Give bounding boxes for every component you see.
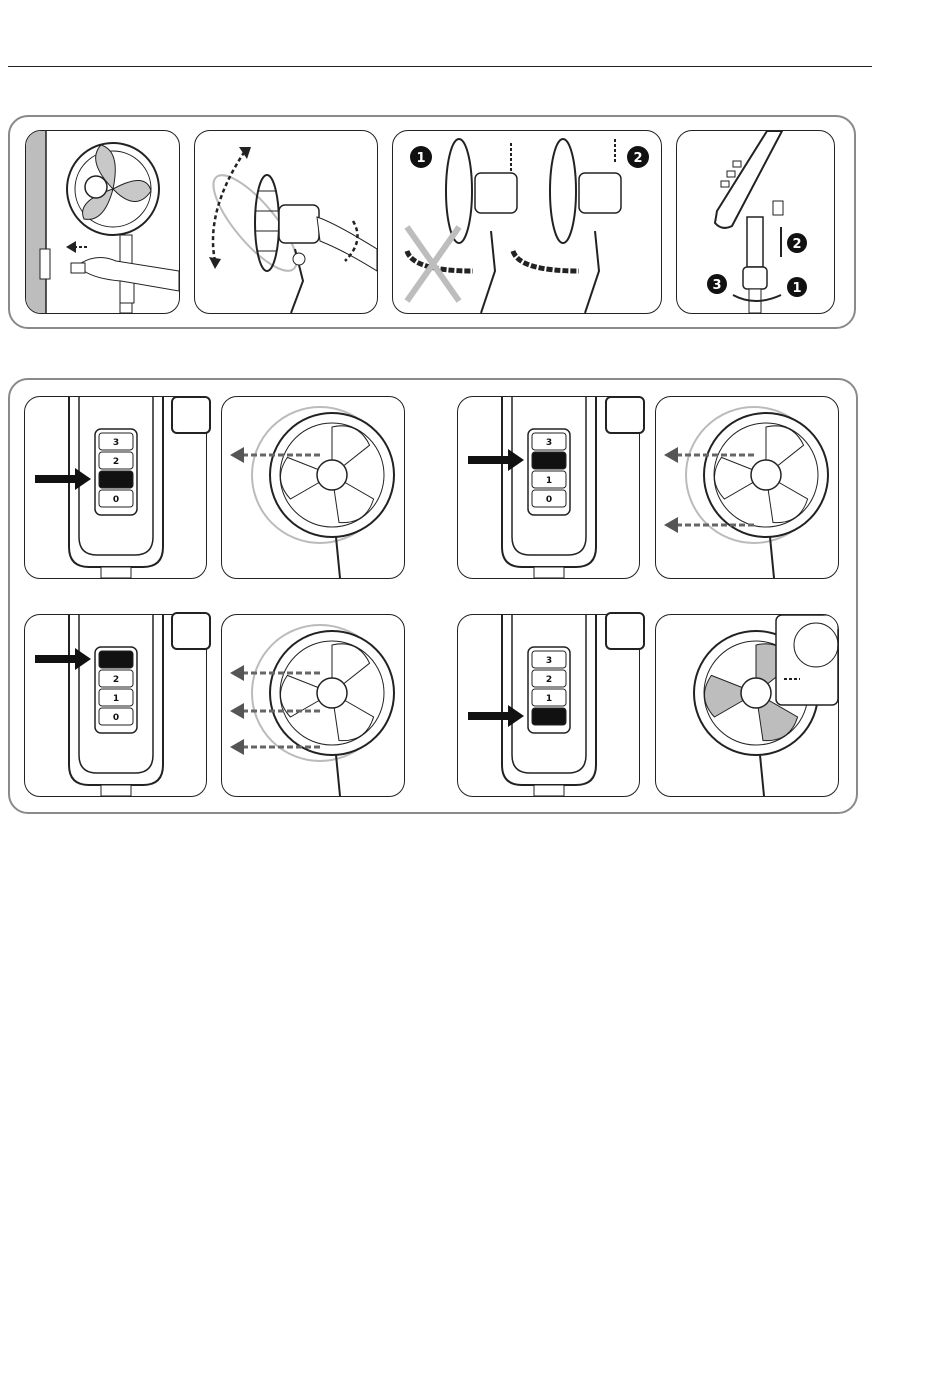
speed-label: 0: [113, 495, 119, 505]
fan-panel-b: [655, 396, 839, 579]
speed-label: 2: [546, 675, 552, 685]
unplug-illustration: [26, 131, 179, 313]
pointer-arrow-icon: [35, 648, 91, 670]
fan-illustration: [222, 615, 404, 796]
speed-switch-selected: [99, 651, 133, 668]
pointer-arrow-icon: [468, 449, 524, 471]
fan-panel-a: [221, 396, 405, 579]
tilt-panel: [194, 130, 378, 314]
tilt-arrow-icon: [213, 151, 245, 261]
fan-head-icon: [255, 175, 319, 271]
pull-arrow-icon: [66, 241, 76, 253]
speed-label: 3: [113, 438, 119, 448]
svg-text:1: 1: [792, 281, 801, 296]
speed-label: 3: [546, 656, 552, 666]
pointer-arrow-icon: [468, 705, 524, 727]
fan-head-icon: [270, 631, 394, 755]
fan-head-right-icon: [550, 139, 621, 313]
speed-switch-selected: [532, 452, 566, 469]
speed-label: 2: [113, 457, 119, 467]
figure-number-box: [171, 396, 211, 434]
figure-number-box: [605, 612, 645, 650]
speed-label: 3: [546, 438, 552, 448]
speed-label: 1: [546, 694, 552, 704]
tilt-illustration: [195, 131, 377, 313]
svg-text:2: 2: [792, 237, 801, 252]
inset-unplug-icon: [776, 615, 838, 705]
header-rule: [8, 66, 872, 67]
fan-head-icon: [704, 413, 828, 537]
fan-illustration: [222, 397, 404, 578]
assemble-head-illustration: 1 2: [393, 131, 661, 313]
fan-illustration: [656, 615, 838, 796]
figure-number-box: [171, 612, 211, 650]
fan-panel-d: [655, 614, 839, 797]
figure-number-box: [605, 396, 645, 434]
speed-label: 2: [113, 675, 119, 685]
speed-switch-selected: [99, 471, 133, 488]
fan-illustration: [656, 397, 838, 578]
speed-label: 1: [546, 476, 552, 486]
speed-label: 0: [113, 713, 119, 723]
svg-text:3: 3: [712, 278, 721, 293]
svg-text:2: 2: [633, 151, 642, 166]
assemble-head-panel: 1 2: [392, 130, 662, 314]
height-adjust-panel: 2 3 1: [676, 130, 835, 314]
speed-switch-selected: [532, 708, 566, 725]
pointer-arrow-icon: [35, 468, 91, 490]
svg-text:1: 1: [416, 151, 425, 166]
fan-head-icon: [67, 143, 159, 235]
unplug-panel: [25, 130, 180, 314]
speed-label: 1: [113, 694, 119, 704]
speed-label: 0: [546, 495, 552, 505]
height-adjust-illustration: 2 3 1: [677, 131, 834, 313]
fan-head-icon: [270, 413, 394, 537]
fan-panel-c: [221, 614, 405, 797]
